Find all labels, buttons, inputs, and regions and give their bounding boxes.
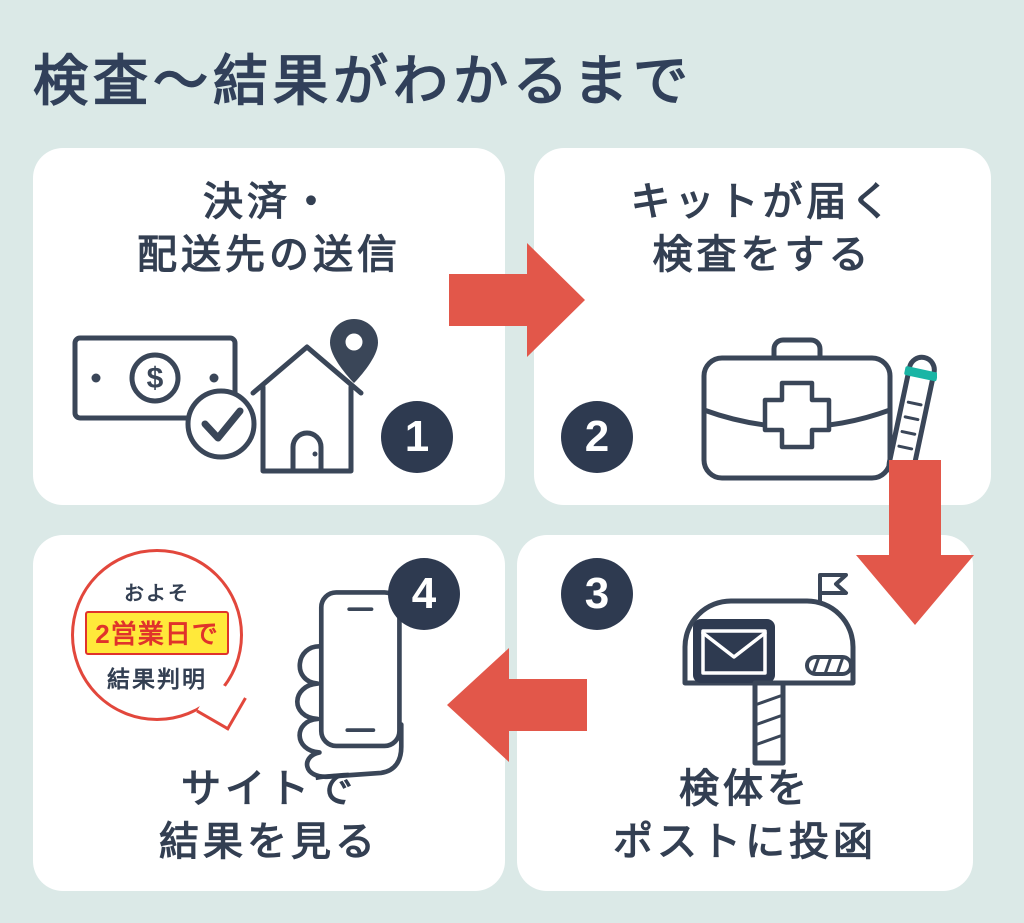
checkmark-icon — [185, 388, 257, 460]
step-number-badge: 2 — [561, 401, 633, 473]
location-pin-icon — [330, 319, 378, 383]
test-tube-icon — [886, 354, 937, 480]
bubble-text-highlight: 2営業日で — [85, 610, 229, 655]
step-1-title-line-2: 配送先の送信 — [137, 232, 401, 277]
first-aid-kit-icon — [701, 337, 937, 481]
step-3-title-line-2: ポストに投函 — [613, 820, 877, 865]
envelope-icon — [701, 629, 767, 675]
step-4-title-line-1: サイトで — [181, 767, 357, 812]
smartphone-in-hand-icon — [295, 590, 404, 779]
arrow-left-icon — [447, 648, 587, 762]
dollar-sign: $ — [147, 362, 164, 395]
speech-bubble: およそ 2営業日で 結果判明 — [71, 549, 247, 764]
banknote-icon: $ — [72, 335, 257, 460]
bubble-text-result: 結果判明 — [107, 665, 207, 692]
step-4-heading: サイトで 結果を見る — [33, 763, 505, 869]
step-card-1: 決済・ 配送先の送信 $ 1 — [33, 148, 505, 505]
page-title: 検査〜結果がわかるまで — [33, 50, 694, 112]
step-1-heading: 決済・ 配送先の送信 — [33, 176, 505, 282]
step-4-title-line-2: 結果を見る — [159, 820, 379, 865]
arrow-right-icon — [449, 243, 585, 357]
step-2-heading: キットが届く 検査をする — [534, 176, 991, 282]
house-icon — [250, 319, 378, 474]
step-2-title-line-1: キットが届く — [630, 180, 895, 224]
step-number-badge: 3 — [561, 558, 633, 630]
step-1-title-line-1: 決済・ — [203, 180, 335, 224]
step-3-heading: 検体を ポストに投函 — [517, 763, 973, 869]
step-3-title-line-1: 検体を — [679, 767, 811, 812]
step-card-2: キットが届く 検査をする 2 — [534, 148, 991, 505]
bubble-text-approx: およそ — [124, 582, 190, 605]
mailbox-icon — [682, 573, 856, 766]
arrow-down-icon — [856, 460, 974, 625]
smartphone-icon — [318, 590, 402, 749]
step-card-4: およそ 2営業日で 結果判明 サイトで 結果を見る 4 — [33, 535, 505, 891]
step-number-badge: 4 — [388, 558, 460, 630]
step-2-title-line-2: 検査をする — [652, 232, 873, 277]
step-number-badge: 1 — [381, 401, 453, 473]
